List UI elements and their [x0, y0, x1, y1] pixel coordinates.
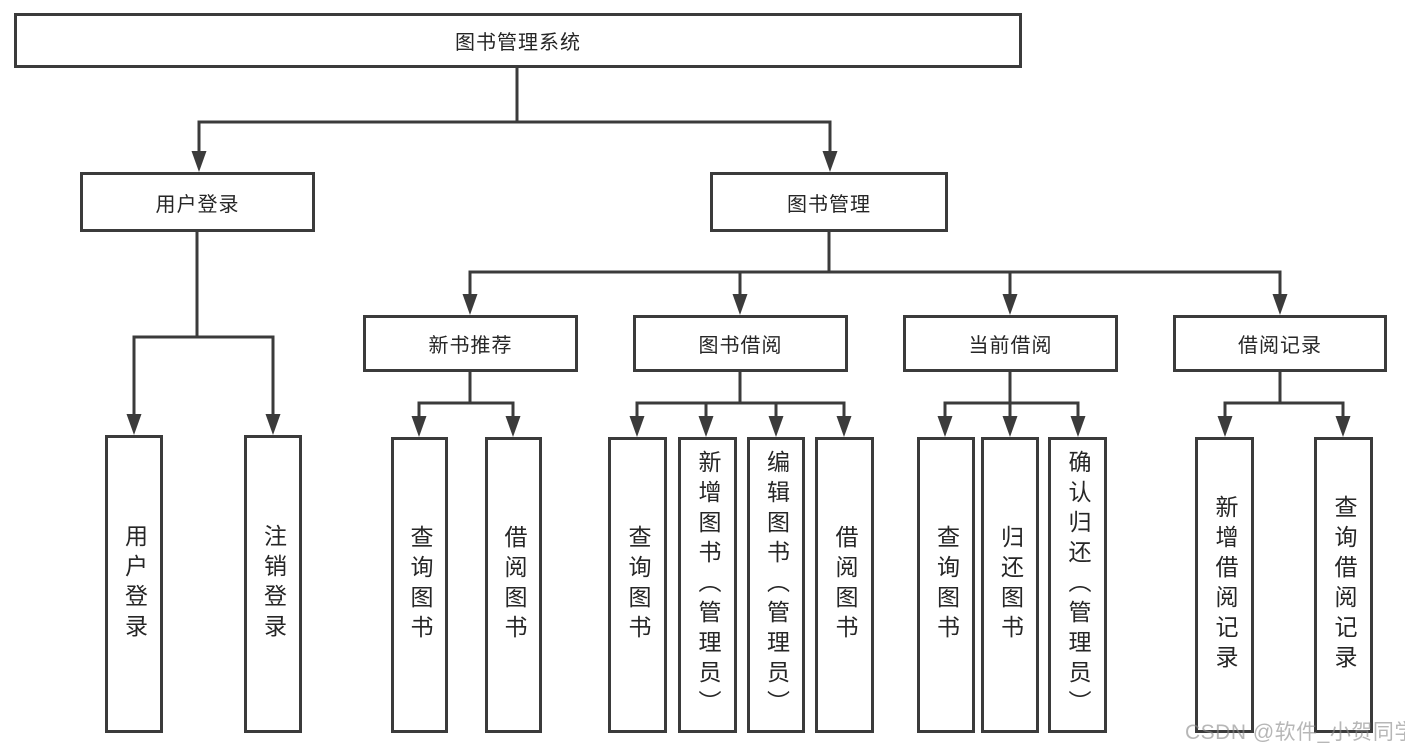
leaf-logout: 注销登录	[244, 435, 302, 733]
node-book-management: 图书管理	[710, 172, 948, 232]
csdn-watermark: CSDN @软件_小贺同学	[1185, 721, 1405, 744]
node-current-borrowing: 当前借阅	[903, 315, 1118, 372]
leaf-add-borrow-record: 新增借阅记录	[1195, 437, 1254, 733]
leaf-borrow-books-recommend: 借阅图书	[485, 437, 542, 733]
leaf-query-books-recommend: 查询图书	[391, 437, 448, 733]
node-book-borrowing: 图书借阅	[633, 315, 848, 372]
leaf-edit-book-admin: 编辑图书（管理员）	[747, 437, 805, 733]
leaf-query-books-current: 查询图书	[917, 437, 975, 733]
node-borrowing-records: 借阅记录	[1173, 315, 1387, 372]
leaf-user-login: 用户登录	[105, 435, 163, 733]
leaf-query-borrow-record: 查询借阅记录	[1314, 437, 1373, 733]
node-user-login: 用户登录	[80, 172, 315, 232]
leaf-query-books-borrowing: 查询图书	[608, 437, 667, 733]
node-root: 图书管理系统	[14, 13, 1022, 68]
leaf-borrow-books: 借阅图书	[815, 437, 874, 733]
arrowheads	[126, 151, 1351, 437]
node-new-book-recommend: 新书推荐	[363, 315, 578, 372]
leaf-return-books: 归还图书	[981, 437, 1039, 733]
leaf-confirm-return-admin: 确认归还（管理员）	[1048, 437, 1107, 733]
leaf-add-book-admin: 新增图书（管理员）	[678, 437, 737, 733]
